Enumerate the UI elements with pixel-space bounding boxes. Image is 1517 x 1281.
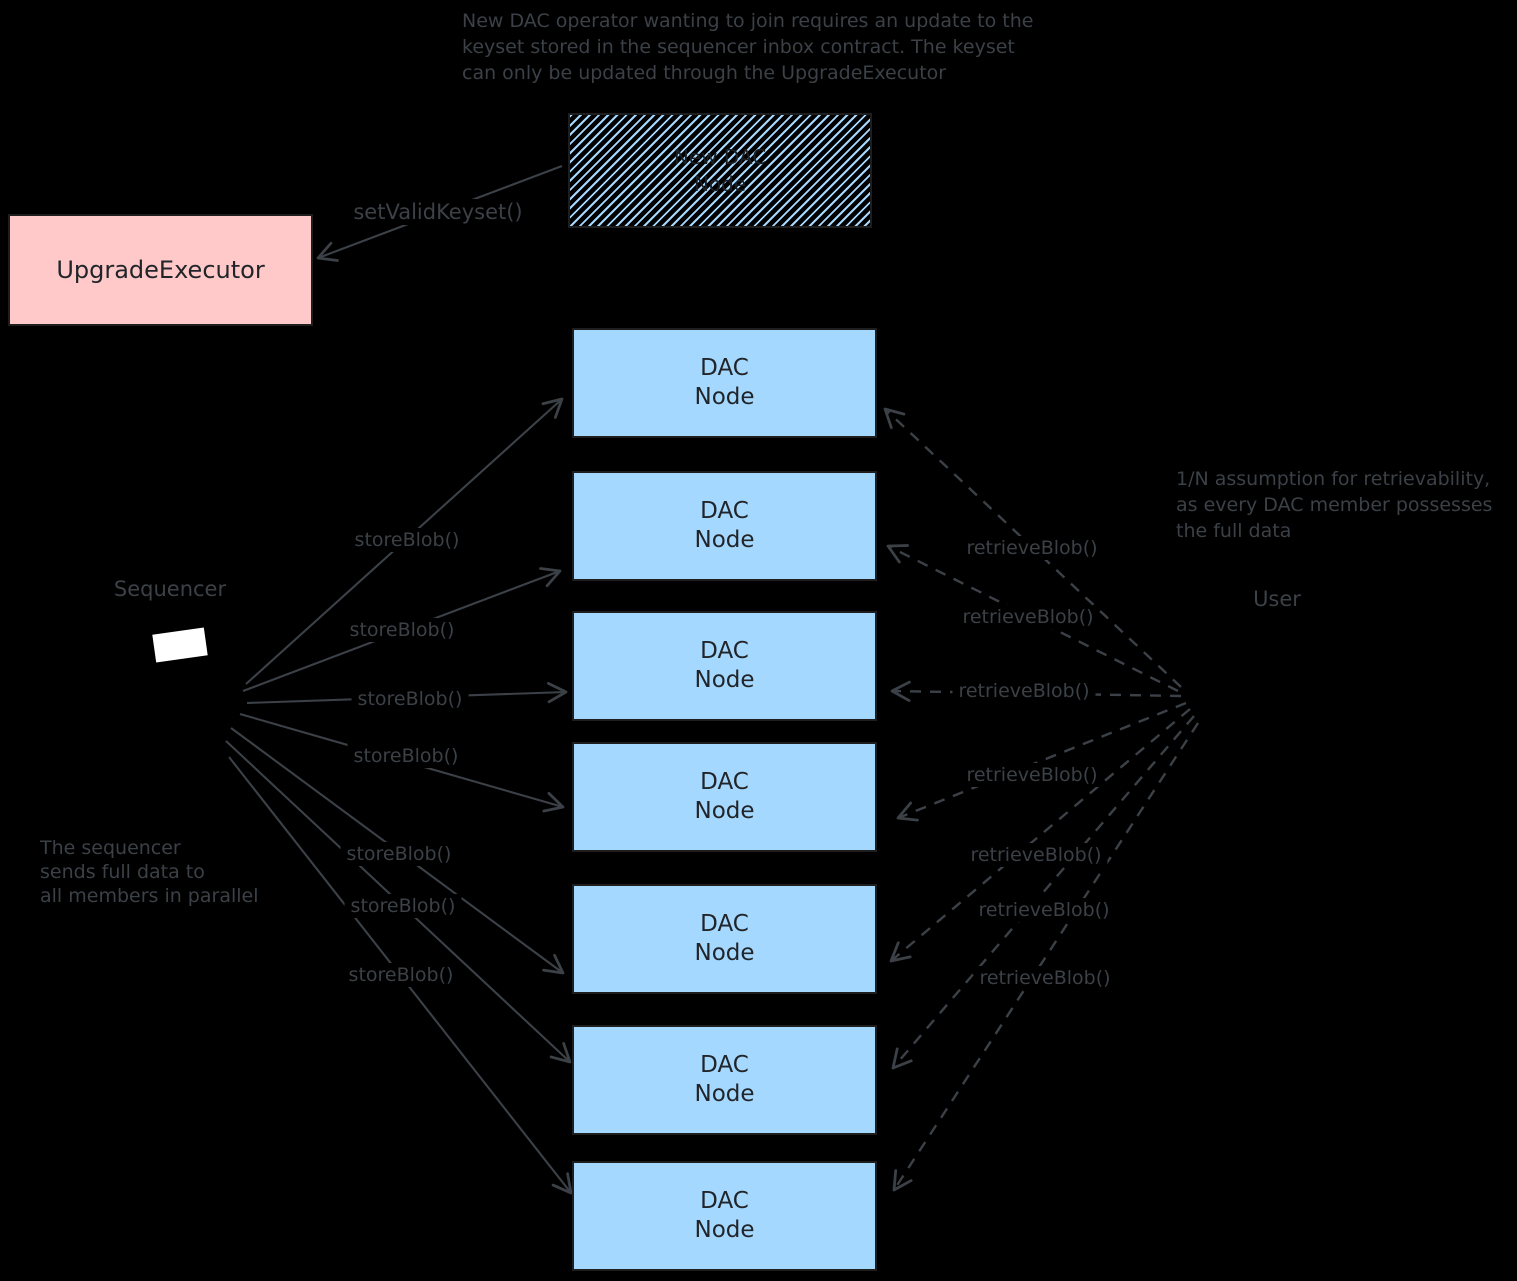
dac-node-box: DAC Node <box>572 328 877 438</box>
dac-node-label: DAC <box>700 1052 749 1078</box>
dac-node-label: Node <box>694 384 755 410</box>
retrieve-blob-arrow-7 <box>892 722 1200 1192</box>
dac-node-label: Node <box>694 798 755 824</box>
store-blob-label: storeBlob() <box>344 894 462 918</box>
dac-node-label: Node <box>694 527 755 553</box>
retrieve-blob-label: retrieveBlob() <box>973 966 1117 990</box>
dac-node-box: DAC Node <box>572 611 877 721</box>
dac-node-label: Node <box>694 667 755 693</box>
dac-node-box: DAC Node <box>572 471 877 581</box>
dac-node-label: DAC <box>700 1188 749 1214</box>
new-dac-node-box: New DAC Node <box>568 113 872 228</box>
store-blob-label: storeBlob() <box>351 687 469 711</box>
top-note: New DAC operator wanting to join require… <box>462 8 1033 86</box>
new-dac-node-label: Node <box>693 171 747 196</box>
right-note-line: as every DAC member possesses <box>1176 494 1493 516</box>
dac-node-label: DAC <box>700 498 749 524</box>
right-note-line: 1/N assumption for retrievability, <box>1176 468 1491 490</box>
top-note-line: New DAC operator wanting to join require… <box>462 10 1034 32</box>
dac-node-label: Node <box>694 940 755 966</box>
dac-node-label: Node <box>694 1081 755 1107</box>
upgrade-executor-label: UpgradeExecutor <box>56 255 265 284</box>
set-valid-keyset-label: setValidKeyset() <box>347 199 529 225</box>
top-note-line: keyset stored in the sequencer inbox con… <box>462 36 1015 58</box>
new-dac-node-label: New DAC <box>673 144 767 169</box>
retrieve-blob-label: retrieveBlob() <box>964 843 1108 867</box>
retrieve-blob-arrow-5 <box>889 708 1191 963</box>
store-blob-label: storeBlob() <box>343 618 461 642</box>
retrieve-blob-label: retrieveBlob() <box>952 679 1096 703</box>
dac-node-label: Node <box>694 1217 755 1243</box>
retrieve-blob-label: retrieveBlob() <box>960 536 1104 560</box>
retrieve-blob-label: retrieveBlob() <box>956 605 1100 629</box>
dac-node-label: DAC <box>700 911 749 937</box>
left-note-line: all members in parallel <box>40 885 259 907</box>
left-note-line: The sequencer <box>40 837 181 859</box>
dac-node-label: DAC <box>700 769 749 795</box>
retrieve-blob-label: retrieveBlob() <box>960 763 1104 787</box>
retrieve-blob-arrow-4 <box>896 701 1187 822</box>
dac-node-label: DAC <box>700 638 749 664</box>
dac-node-box: DAC Node <box>572 1025 877 1135</box>
dac-node-label: DAC <box>700 355 749 381</box>
dac-node-box: DAC Node <box>572 1161 877 1271</box>
left-note-line: sends full data to <box>40 861 205 883</box>
store-blob-label: storeBlob() <box>340 842 458 866</box>
dac-node-box: DAC Node <box>572 742 877 852</box>
upgrade-executor-box: UpgradeExecutor <box>8 214 313 326</box>
top-note-line: can only be updated through the UpgradeE… <box>462 62 947 84</box>
right-note: 1/N assumption for retrievability, as ev… <box>1176 466 1492 544</box>
left-note: The sequencer sends full data to all mem… <box>40 836 259 908</box>
store-blob-label: storeBlob() <box>347 744 465 768</box>
sequencer-label: Sequencer <box>113 577 227 601</box>
right-note-line: the full data <box>1176 520 1292 542</box>
store-blob-label: storeBlob() <box>348 528 466 552</box>
retrieve-blob-label: retrieveBlob() <box>972 898 1116 922</box>
store-blob-label: storeBlob() <box>342 963 460 987</box>
retrieve-blob-arrow-6 <box>891 715 1195 1070</box>
user-label: User <box>1253 587 1301 611</box>
dac-node-box: DAC Node <box>572 884 877 994</box>
